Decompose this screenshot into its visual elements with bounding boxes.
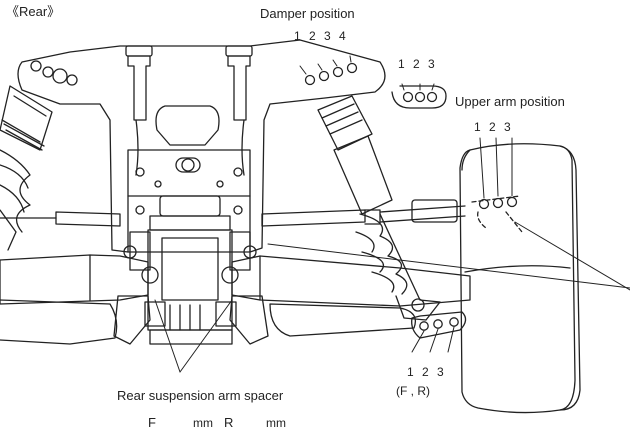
upper-arm-position-3: 3	[428, 57, 435, 71]
upper-arm-position-2: 2	[413, 57, 420, 71]
upper-arm-hole-1	[402, 91, 414, 103]
spacer-front-label: F	[148, 415, 156, 430]
rear-bumper	[113, 295, 151, 345]
lower-position-note: (F , R)	[396, 384, 430, 398]
upper-arm-callout	[391, 85, 447, 109]
damper-position-1: 1	[294, 29, 301, 43]
lower-arm-right	[231, 255, 471, 307]
gearbox-top	[159, 195, 221, 217]
body-post-left	[127, 55, 151, 121]
hub-position-3: 3	[504, 120, 511, 134]
leader-lines	[154, 55, 630, 373]
lower-position-3: 3	[437, 365, 444, 379]
lower-hole-3	[449, 317, 459, 327]
rear-wheel	[459, 143, 576, 414]
upper-arm-hole-3	[426, 91, 438, 103]
spacer-rear-unit: mm	[266, 416, 286, 430]
tower-hole	[30, 60, 42, 72]
lower-position-1: 1	[407, 365, 414, 379]
tower-slot	[175, 157, 201, 173]
lower-arm-left	[0, 254, 149, 305]
view-label: 《Rear》	[6, 4, 61, 19]
lower-position-plate	[411, 311, 467, 339]
lower-position-2: 2	[422, 365, 429, 379]
shock-tower	[17, 39, 386, 253]
hub-hole-3	[506, 196, 518, 208]
tower-hole	[52, 68, 68, 84]
upper-arm-left	[55, 211, 121, 227]
chassis-plate	[0, 299, 118, 345]
hub-position-2: 2	[489, 120, 496, 134]
hub-position-1: 1	[474, 120, 481, 134]
tower-hole	[66, 74, 78, 86]
damper-position-2: 2	[309, 29, 316, 43]
upper-arm-position-1: 1	[398, 57, 405, 71]
damper-hole-4	[346, 62, 358, 74]
spacer-front-unit: mm	[193, 416, 213, 430]
upper-arm-hole-2	[414, 91, 426, 103]
spacer-title: Rear suspension arm spacer	[117, 388, 284, 403]
lower-hole-2	[433, 319, 443, 329]
damper-hole-2	[318, 70, 330, 82]
damper-position-title: Damper position	[260, 6, 355, 21]
body-post-right	[227, 55, 251, 121]
hub-hole-1	[478, 198, 490, 210]
hub-positions	[471, 195, 523, 233]
tower-cutout	[155, 105, 220, 146]
tower-hole	[42, 66, 54, 78]
left-damper	[0, 85, 53, 251]
right-damper	[317, 95, 441, 321]
damper-hole-3	[332, 66, 344, 78]
hub-hole-2	[492, 197, 504, 209]
lower-hole-1	[419, 321, 429, 331]
damper-position-3: 3	[324, 29, 331, 43]
damper-position-4: 4	[339, 29, 346, 43]
upper-arm-right	[261, 209, 366, 227]
upper-arm-position-title: Upper arm position	[455, 94, 565, 109]
spacer-rear-label: R	[224, 415, 234, 430]
damper-hole-1	[304, 74, 316, 86]
